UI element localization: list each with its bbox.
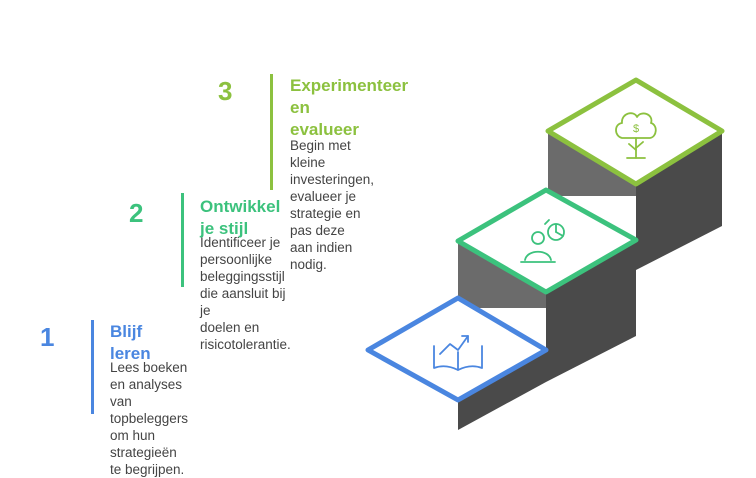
step-3-number: 3 — [218, 76, 233, 106]
step-2-title: Ontwikkel je stijl — [200, 197, 281, 238]
riser-2-front — [458, 241, 546, 308]
staircase-risers — [458, 131, 722, 430]
person-pie-chart-icon — [520, 219, 565, 263]
step-3-title: Experimenteer en evalueer — [290, 76, 409, 139]
step-2-number: 2 — [129, 198, 144, 228]
step-1-divider — [91, 320, 94, 414]
money-tree-icon: $ — [615, 112, 657, 159]
step-1-title: Blijf leren — [110, 322, 151, 363]
step-3-divider — [270, 74, 273, 190]
riser-3-front — [548, 131, 636, 196]
staircase-graphic: $ — [365, 77, 725, 430]
book-growth-icon — [433, 335, 483, 371]
step-3-description: Begin met kleine investeringen, evalueer… — [290, 138, 375, 272]
riser-2-side — [546, 240, 636, 382]
step-1-number: 1 — [40, 322, 55, 352]
step-3-tile — [545, 77, 725, 187]
svg-text:$: $ — [633, 123, 639, 135]
riser-1-side — [458, 350, 546, 430]
riser-3-side — [636, 131, 722, 270]
step-2-description: Identificeer je persoonlijke beleggingss… — [200, 235, 291, 352]
step-2-divider — [181, 193, 184, 287]
step-2-tile — [455, 187, 639, 295]
